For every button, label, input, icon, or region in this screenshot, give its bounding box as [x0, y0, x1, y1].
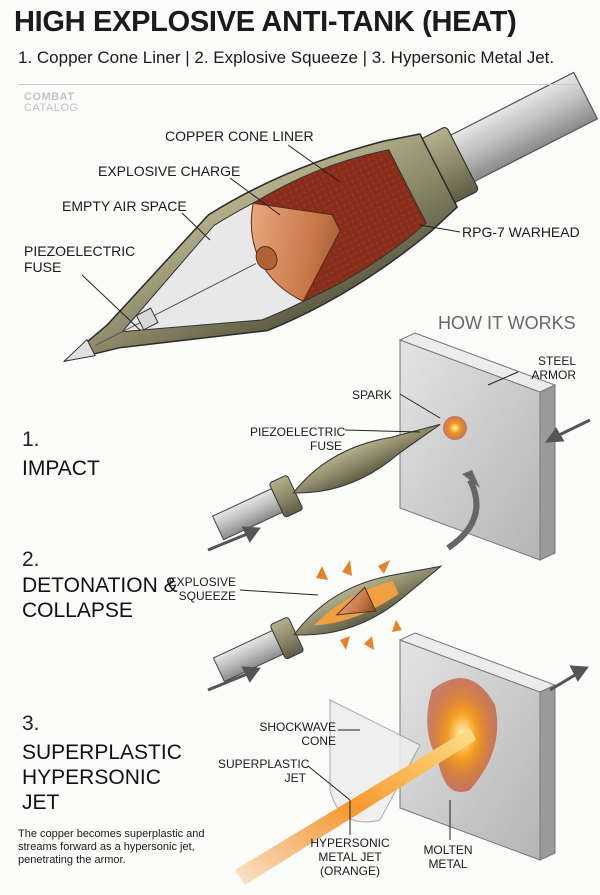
label-superplastic-line2: JET [284, 771, 306, 785]
label-shockwave-line1: SHOCKWAVE [259, 720, 336, 734]
label-shockwave-line2: CONE [301, 734, 336, 748]
step3-title-line1: SUPERPLASTIC [22, 741, 182, 764]
flow-arrow [446, 478, 480, 551]
step2-number: 2. [22, 548, 40, 571]
step3-title-line2: HYPERSONIC [22, 766, 161, 789]
label-molten-metal: MOLTEN METAL [416, 843, 480, 871]
squeeze-arrows [316, 560, 402, 650]
label-copper-cone-liner: COPPER CONE LINER [165, 128, 314, 144]
label-molten-line2: METAL [428, 857, 468, 871]
main-leader-lines [81, 144, 461, 331]
label-piezo-fuse-line2: FUSE [24, 259, 62, 275]
main-warhead [62, 71, 599, 362]
page-title: HIGH EXPLOSIVE ANTI-TANK (HEAT) [14, 6, 517, 38]
label-steel-line2: ARMOR [531, 368, 576, 382]
spark-glow [443, 416, 467, 440]
step1-arrows [207, 418, 591, 552]
label-steel-line1: STEEL [537, 354, 576, 368]
step1-title: IMPACT [22, 457, 100, 480]
label-steel-armor: STEEL ARMOR [520, 354, 576, 382]
armor-plate-3 [398, 632, 557, 861]
logo: COMBAT CATALOG [24, 92, 78, 114]
step3-title: SUPERPLASTIC HYPERSONIC JET [22, 740, 182, 815]
step3-number: 3. [22, 712, 40, 735]
label-molten-line1: MOLTEN [423, 843, 473, 857]
armor-plate-1 [398, 332, 557, 561]
label-superplastic-jet: SUPERPLASTIC JET [218, 757, 310, 785]
label-spark: SPARK [352, 388, 392, 402]
header-divider [18, 84, 578, 85]
label-empty-air-space: EMPTY AIR SPACE [62, 198, 187, 214]
label-squeeze-line1: EXPLOSIVE [168, 575, 236, 589]
label-hypersonic-line1: HYPERSONIC [310, 836, 390, 850]
step2-rocket [212, 565, 443, 683]
label-piezo-fuse: PIEZOELECTRIC FUSE [24, 243, 135, 275]
logo-line1: COMBAT [24, 91, 75, 103]
label-hypersonic-line2: METAL JET [318, 850, 382, 864]
label-superplastic-line1: SUPERPLASTIC [218, 757, 310, 771]
step1-number: 1. [22, 428, 40, 451]
label-explosive-squeeze: EXPLOSIVE SQUEEZE [166, 575, 236, 603]
hypersonic-jet [235, 728, 476, 885]
step3-description: The copper becomes superplastic and stre… [18, 828, 205, 866]
step2-title-line1: DETONATION & [22, 574, 178, 597]
step2-title-line2: COLLAPSE [22, 599, 133, 622]
step1-rocket [211, 423, 441, 541]
label-shockwave-cone: SHOCKWAVE CONE [254, 720, 336, 748]
logo-line2: CATALOG [24, 102, 79, 114]
page-subtitle: 1. Copper Cone Liner | 2. Explosive Sque… [18, 48, 555, 67]
step3-title-line3: JET [22, 791, 60, 814]
label-hypersonic-jet: HYPERSONIC METAL JET (ORANGE) [304, 836, 396, 878]
label-step1-fuse-line2: FUSE [309, 439, 342, 453]
label-piezo-fuse-line1: PIEZOELECTRIC [24, 243, 136, 259]
label-hypersonic-line3: (ORANGE) [320, 864, 380, 878]
step2-title: DETONATION & COLLAPSE [22, 573, 178, 623]
label-squeeze-line2: SQUEEZE [178, 589, 236, 603]
label-step1-fuse: PIEZOELECTRIC FUSE [250, 425, 346, 453]
label-step1-fuse-line1: PIEZOELECTRIC [250, 425, 346, 439]
label-rpg7-warhead: RPG-7 WARHEAD [462, 224, 580, 240]
label-explosive-charge: EXPLOSIVE CHARGE [98, 163, 241, 179]
section-title: HOW IT WORKS [438, 313, 576, 333]
